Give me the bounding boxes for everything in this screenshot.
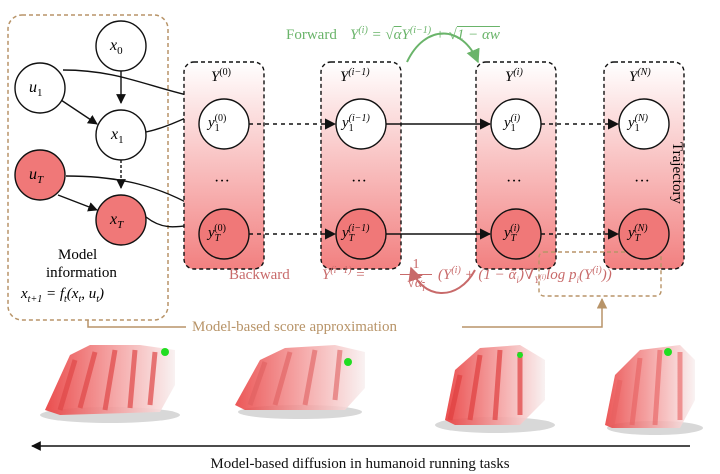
humanoid-panel-3	[435, 345, 555, 433]
forward-label: Forward	[286, 27, 337, 43]
label-yT-stage0: yT(0)	[208, 223, 226, 244]
model-dynamics-equation: xt+1 = ft(xt, ut)	[21, 286, 104, 305]
stage-header-0: Y(0)	[211, 67, 232, 85]
node-yT-stage3	[618, 208, 670, 260]
backward-label: Backward	[229, 267, 290, 283]
node-x1	[95, 109, 147, 161]
node-uT	[14, 149, 66, 201]
score-approximation-connector	[87, 320, 186, 328]
label-y1-stage3: y1(N)	[628, 113, 649, 134]
label-yT-stage3: yT(N)	[628, 223, 648, 244]
node-yT-stage1	[335, 208, 387, 260]
backward-equation-term: (Y(i) + (1 − ᾱi)∇Y(i)log pi(Y(i)))	[438, 265, 612, 285]
stage-header-2: Y(i)	[505, 67, 523, 85]
label-yT-stage2: yT(i)	[504, 223, 520, 244]
node-u1	[14, 62, 66, 114]
node-y1-stage2	[490, 98, 542, 150]
label-yT-stage1: yT(i−1)	[342, 223, 370, 244]
stage-header-1: Y(i−1)	[340, 67, 370, 85]
node-y1-stage0	[198, 98, 250, 150]
forward-arrow	[406, 32, 480, 64]
score-approximation-connector-right	[462, 297, 608, 328]
label-x1: x1	[111, 126, 124, 147]
edge-uT-xT	[57, 194, 98, 212]
model-info-title-2: information	[46, 265, 117, 281]
ellipsis-stage0: ···	[214, 173, 230, 190]
label-y1-stage2: y1(i)	[504, 113, 521, 134]
label-y1-stage1: y1(i−1)	[342, 113, 370, 134]
label-uT: uT	[29, 166, 44, 187]
figure-caption: Model-based diffusion in humanoid runnin…	[210, 456, 510, 472]
edge-u1-x1	[57, 97, 98, 125]
backward-equation: Y(i−1) =	[322, 265, 366, 283]
backward-fraction: 1 √αi	[400, 258, 432, 293]
humanoid-panel-2	[235, 345, 365, 419]
label-y1-stage0: y1(0)	[208, 113, 227, 134]
node-yT-stage0	[198, 208, 250, 260]
node-yT-stage2	[490, 208, 542, 260]
node-y1-stage3	[618, 98, 670, 150]
node-y1-stage1	[335, 98, 387, 150]
humanoid-panel-4	[605, 345, 703, 435]
forward-equation: Y(i) = √αY(i−1) + √1 − αw	[350, 25, 500, 43]
trajectory-side-label: Trajectory	[669, 142, 685, 204]
ellipsis-stage1: ···	[351, 173, 367, 190]
model-info-title-1: Model	[58, 247, 98, 263]
humanoid-panel-1	[40, 345, 180, 423]
label-u1: u1	[29, 79, 43, 100]
edge-u1-y1-0	[62, 69, 201, 102]
ellipsis-stage2: ···	[506, 173, 522, 190]
stage-header-3: Y(N)	[629, 67, 651, 85]
score-approximation-label: Model-based score approximation	[192, 319, 397, 335]
backward-arrow	[408, 266, 476, 294]
label-x0: x0	[110, 37, 123, 58]
score-term-box	[538, 251, 662, 297]
node-xT	[95, 194, 147, 246]
label-xT: xT	[110, 211, 124, 232]
ellipsis-stage3: ···	[634, 173, 650, 190]
node-x0	[95, 20, 147, 72]
